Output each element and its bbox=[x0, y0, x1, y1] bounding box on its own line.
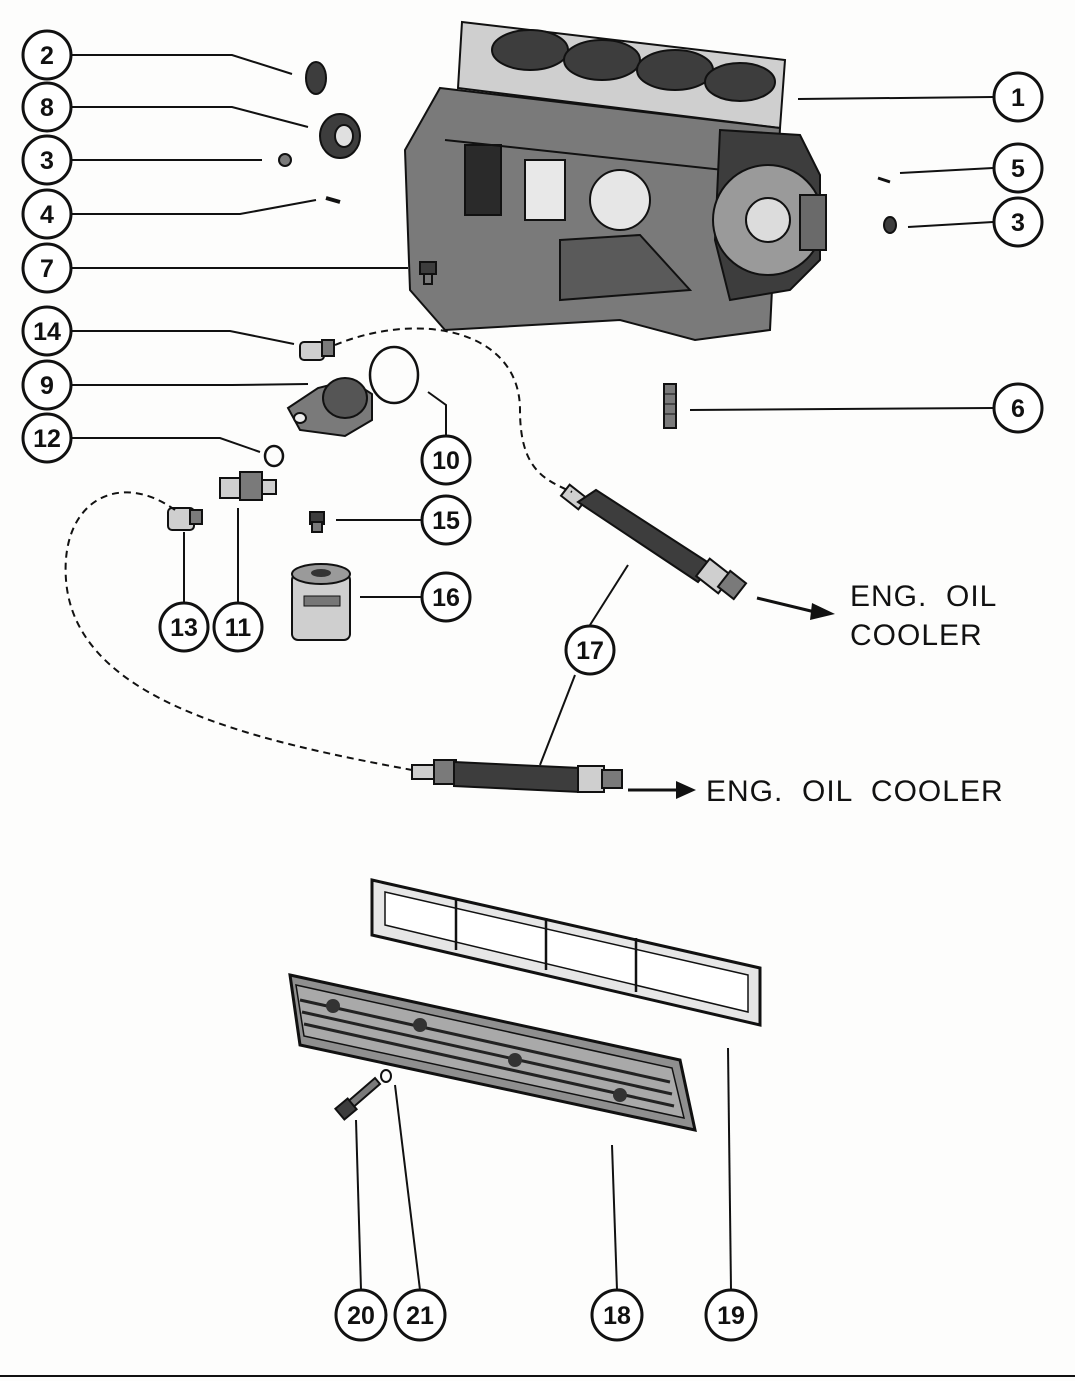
callout-14: 14 bbox=[21, 305, 73, 357]
part-14-elbow-fitting bbox=[299, 339, 335, 361]
arrow-lower-oil-cooler bbox=[628, 781, 696, 799]
part-9-filter-adapter bbox=[286, 377, 373, 438]
svg-text:15: 15 bbox=[432, 507, 460, 535]
leader-lines bbox=[70, 54, 994, 1291]
svg-text:5: 5 bbox=[1011, 155, 1025, 183]
callout-12: 12 bbox=[21, 412, 73, 464]
part-15-sender bbox=[309, 511, 325, 533]
svg-text:21: 21 bbox=[406, 1302, 434, 1330]
destination-upper-line2: COOLER bbox=[850, 619, 983, 652]
svg-text:20: 20 bbox=[347, 1302, 375, 1330]
svg-text:2: 2 bbox=[40, 42, 54, 70]
callout-4: 4 bbox=[21, 188, 73, 240]
callout-1: 1 bbox=[992, 71, 1044, 123]
part-16-oil-filter bbox=[291, 563, 351, 641]
svg-text:13: 13 bbox=[170, 614, 198, 642]
svg-text:3: 3 bbox=[40, 147, 54, 175]
part-2-plug bbox=[305, 61, 327, 95]
part-20-bolt bbox=[333, 1076, 382, 1121]
callout-9: 9 bbox=[21, 359, 73, 411]
svg-text:12: 12 bbox=[33, 425, 61, 453]
callout-21: 21 bbox=[393, 1288, 447, 1342]
callout-7: 7 bbox=[21, 242, 73, 294]
callout-17: 17 bbox=[564, 624, 616, 676]
svg-text:1: 1 bbox=[1011, 84, 1025, 112]
part-3-plug-left bbox=[278, 153, 292, 167]
callout-2: 2 bbox=[21, 29, 73, 81]
svg-text:10: 10 bbox=[432, 447, 460, 475]
svg-text:19: 19 bbox=[717, 1302, 745, 1330]
callout-13: 13 bbox=[158, 601, 210, 653]
callout-19: 19 bbox=[704, 1288, 758, 1342]
upper-routing-line bbox=[334, 327, 573, 493]
part-21-grommet bbox=[380, 1069, 392, 1083]
callout-6: 6 bbox=[992, 382, 1044, 434]
part-17-lower-hose bbox=[411, 759, 623, 794]
svg-text:3: 3 bbox=[1011, 209, 1025, 237]
callout-15: 15 bbox=[420, 494, 472, 546]
part-12-o-ring bbox=[263, 444, 285, 468]
callout-11: 11 bbox=[212, 601, 264, 653]
callout-3-left: 3 bbox=[21, 134, 73, 186]
callout-16: 16 bbox=[420, 571, 472, 623]
destination-upper-line1: ENG. OIL bbox=[850, 580, 997, 613]
part-10-o-ring bbox=[368, 345, 420, 405]
svg-text:4: 4 bbox=[40, 201, 54, 229]
part-6-stud bbox=[663, 383, 677, 429]
callout-18: 18 bbox=[590, 1288, 644, 1342]
svg-text:17: 17 bbox=[576, 637, 604, 665]
svg-text:8: 8 bbox=[40, 94, 54, 122]
svg-text:18: 18 bbox=[603, 1302, 631, 1330]
part-13-elbow bbox=[167, 507, 203, 531]
svg-text:16: 16 bbox=[432, 584, 460, 612]
part-11-adapter-fitting bbox=[219, 471, 277, 501]
part-8-seal bbox=[319, 113, 361, 159]
arrow-upper-oil-cooler bbox=[756, 596, 835, 620]
callout-10: 10 bbox=[420, 434, 472, 486]
lower-routing-line bbox=[64, 491, 413, 771]
part-7-bolt bbox=[419, 261, 437, 285]
callout-20: 20 bbox=[334, 1288, 388, 1342]
part-18-valve-cover bbox=[288, 973, 697, 1132]
part-19-gasket bbox=[370, 878, 762, 1027]
part-4-pin bbox=[325, 196, 341, 204]
svg-text:9: 9 bbox=[40, 372, 54, 400]
callout-3-right: 3 bbox=[992, 196, 1044, 248]
part-3-plug-right bbox=[883, 216, 897, 234]
engine-block bbox=[403, 20, 827, 342]
svg-text:7: 7 bbox=[40, 255, 54, 283]
part-17-upper-hose bbox=[559, 483, 748, 601]
svg-text:14: 14 bbox=[33, 318, 61, 346]
part-5-pin bbox=[877, 176, 891, 184]
svg-text:11: 11 bbox=[225, 614, 252, 642]
callout-8: 8 bbox=[21, 81, 73, 133]
callout-5: 5 bbox=[992, 142, 1044, 194]
svg-text:6: 6 bbox=[1011, 395, 1025, 423]
destination-lower: ENG. OIL COOLER bbox=[706, 775, 1004, 808]
